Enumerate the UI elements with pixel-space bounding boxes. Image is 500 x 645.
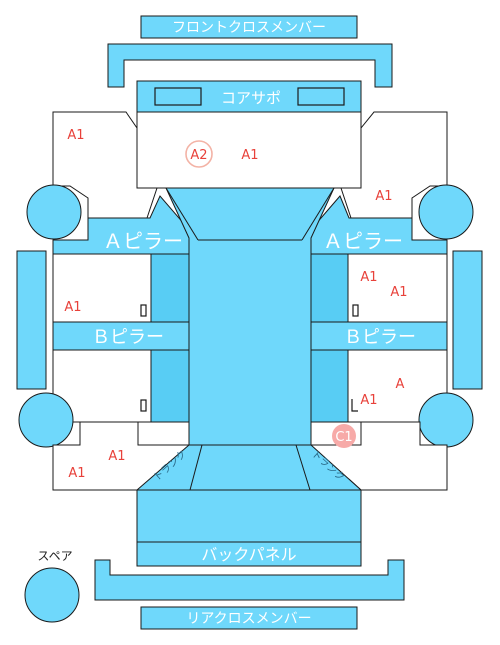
ring-a2 [185, 140, 213, 168]
mark-rear-left-lower: A1 [68, 466, 85, 481]
core-support-label: コアサポ [221, 89, 281, 107]
b-pillar-right-label: Ｂピラー [344, 327, 416, 348]
back-panel-label: バックパネル [201, 545, 296, 564]
spare-tire[interactable] [24, 567, 80, 623]
mark-front-right-fender: A1 [375, 189, 392, 204]
rear-right-handle [351, 399, 358, 412]
trunk-floor[interactable] [136, 489, 362, 543]
roof-rail-right-front[interactable] [310, 253, 349, 323]
back-panel[interactable] [136, 541, 362, 567]
mark-rear-right-door: A1 [360, 393, 377, 408]
ring-c1 [332, 424, 356, 448]
hood[interactable] [136, 111, 362, 189]
core-support-right-slot [297, 87, 345, 106]
roof-rail-right-rear[interactable] [310, 349, 349, 423]
roof-rail-left-front[interactable] [150, 253, 190, 323]
mark-rear-right-door-letter: A [396, 377, 405, 392]
front-left-wheel[interactable] [26, 184, 82, 240]
rear-left-handle [140, 399, 147, 412]
rear-cross-member[interactable] [140, 606, 358, 630]
mark-front-left-door: A1 [64, 300, 81, 315]
core-support-left-slot [154, 87, 202, 106]
front-left-door[interactable] [52, 253, 152, 323]
rear-right-wheel[interactable] [418, 392, 474, 448]
front-right-wheel[interactable] [418, 184, 474, 240]
rear-bumper[interactable] [94, 559, 405, 601]
roof-rail-left-rear[interactable] [150, 349, 190, 423]
b-pillar-right[interactable] [310, 321, 448, 351]
mark-rear-left-upper: A1 [108, 449, 125, 464]
left-side-sill[interactable] [16, 250, 47, 390]
rear-left-wheel[interactable] [18, 392, 74, 448]
mark-hood-center: A1 [241, 148, 258, 163]
mark-hood-left: A1 [67, 128, 84, 143]
spare-label: スペア [37, 549, 72, 563]
roof[interactable] [165, 187, 335, 446]
core-support[interactable] [136, 80, 362, 113]
a-pillar-left-label: Ａピラー [103, 229, 183, 253]
mark-rear-right-ring: C1 [335, 430, 352, 445]
front-right-handle [352, 304, 359, 317]
a-pillar-right-label: Ａピラー [323, 229, 403, 253]
b-pillar-left-label: Ｂピラー [92, 327, 164, 348]
front-bumper[interactable] [107, 43, 393, 88]
mark-hood-ring: A2 [190, 148, 207, 163]
right-side-sill[interactable] [452, 250, 483, 390]
front-cross-member[interactable] [140, 15, 358, 39]
mark-front-right-door-2: A1 [390, 285, 407, 300]
front-left-handle [140, 304, 147, 317]
mark-front-right-door-1: A1 [360, 270, 377, 285]
front-cross-member-label: フロントクロスメンバー [172, 20, 326, 36]
rear-cross-member-label: リアクロスメンバー [186, 611, 311, 627]
